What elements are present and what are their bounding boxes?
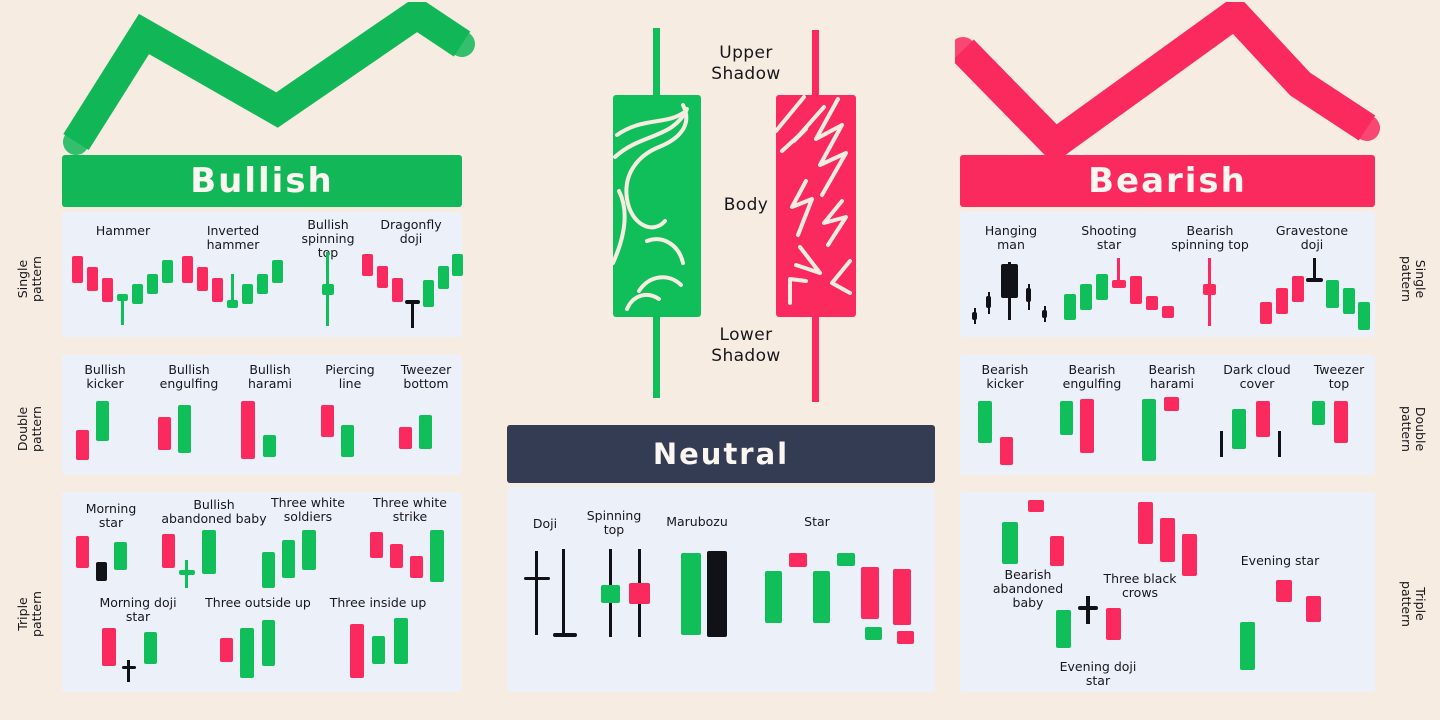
neutral-header-label: Neutral [652,437,790,471]
pattern-caption-piercing-line: Piercing line [325,362,375,391]
pattern-caption-dark-cloud-cover: Dark cloud cover [1223,362,1291,391]
bullish-double-panel: Bullish kicker Bullish engulfing Bullish… [62,355,462,475]
candle-group-doji [519,549,583,659]
bullish-triple-panel: Morning star Bullish abandoned baby Thre… [62,492,462,692]
pattern-caption-three-white-strike: Three white strike [373,495,447,524]
row-label-triple-right: Triple pattern [1399,581,1428,627]
bearish-section-header: Bearish [960,155,1375,207]
pattern-caption-three-black-crows: Three black crows [1103,571,1177,600]
pattern-caption-doji: Doji [532,516,558,531]
candle-group-bearish-abandoned-baby [1002,500,1102,570]
pattern-caption-morning-star: Morning star [85,501,137,530]
candle-group-gravestone-doji [1260,258,1370,332]
candle-group-evening-doji-star [1056,596,1156,664]
bullish-single-panel: Hammer Inverted hammer Bullish spinning … [62,212,463,337]
pattern-caption-tweezer-top: Tweezer top [1313,362,1365,391]
row-label-single-right: Single pattern [1399,256,1428,302]
row-label-single-left: Single pattern [15,256,44,302]
bearish-double-panel: Bearish kicker Bearish engulfing Bearish… [960,355,1375,475]
anatomy-label-lower-shadow: Lower Shadow [711,325,781,366]
candle-group-three-inside-up [350,618,430,690]
candle-group-bearish-harami [1138,397,1210,469]
candle-group-bullish-abandoned-baby [162,530,258,600]
pattern-caption-bearish-spinning-top: Bearish spinning top [1171,223,1249,252]
anatomy-label-body: Body [723,195,769,215]
pattern-caption-bullish-harami: Bullish harami [247,362,293,391]
green-body-texture [613,103,689,311]
bearish-triple-panel: Bearish abandoned baby Three black crows… [960,492,1375,692]
neutral-panel: Doji Spinning top Marubozu Star [507,487,935,692]
candle-group-tweezer-bottom [397,397,469,469]
pattern-caption-bearish-harami: Bearish harami [1148,362,1196,391]
pattern-caption-bullish-engulfing: Bullish engulfing [159,362,219,391]
pattern-caption-bearish-engulfing: Bearish engulfing [1062,362,1122,391]
candle-group-three-white-soldiers [262,530,352,600]
candle-group-bearish-engulfing [1056,397,1128,469]
pattern-caption-three-white-soldiers: Three white soldiers [271,495,345,524]
candle-group-morning-star [76,534,156,596]
pattern-caption-gravestone-doji: Gravestone doji [1275,223,1349,252]
pattern-caption-spinning-top: Spinning top [586,508,642,537]
pattern-caption-hanging-man: Hanging man [984,223,1038,252]
candle-group-inverted-hammer [180,252,290,330]
bearish-trend-arrow [955,2,1380,162]
anatomy-green-upper-shadow [653,28,660,108]
candle-group-hammer [70,252,180,330]
candle-group-shooting-star [1064,258,1174,330]
candle-group-star [765,545,925,657]
candle-group-bearish-spinning-top [1186,258,1238,330]
row-label-double-right: Double pattern [1399,406,1428,452]
pattern-caption-marubozu: Marubozu [666,514,728,529]
pattern-caption-dragonfly-doji: Dragonfly doji [380,217,442,246]
candle-group-piercing-line [317,397,389,469]
pattern-caption-bearish-kicker: Bearish kicker [981,362,1029,391]
candle-group-dark-cloud-cover [1218,395,1298,471]
anatomy-diagram: Upper Shadow Body Lower Shadow [590,10,960,420]
pattern-caption-bullish-spinning-top: Bullish spinning top [301,217,355,260]
pattern-caption-shooting-star: Shooting star [1081,223,1137,252]
neutral-section-header: Neutral [507,425,935,483]
pattern-caption-evening-doji-star: Evening doji star [1059,659,1137,688]
pattern-caption-three-inside-up: Three inside up [329,595,427,610]
pattern-caption-star: Star [804,514,830,529]
candle-group-spinning-top [595,549,657,659]
bearish-header-label: Bearish [1088,161,1247,201]
bullish-section-header: Bullish [62,155,462,207]
anatomy-label-upper-shadow: Upper Shadow [711,43,781,84]
pattern-caption-bullish-abandoned-baby: Bullish abandoned baby [161,497,267,526]
candle-group-hanging-man [970,258,1058,330]
candle-group-dragonfly-doji [362,252,463,330]
candle-group-morning-doji-star [102,628,182,688]
candle-group-bullish-spinning-top [302,252,358,330]
anatomy-green-lower-shadow [653,310,660,398]
pattern-caption-evening-star: Evening star [1240,553,1320,568]
red-body-texture [776,95,852,305]
anatomy-red-upper-shadow [812,30,819,108]
pattern-caption-tweezer-bottom: Tweezer bottom [400,362,452,391]
anatomy-green-body [613,95,701,317]
row-label-triple-left: Triple pattern [15,591,44,637]
candle-group-three-black-crows [1138,496,1248,590]
pattern-caption-hammer: Hammer [95,223,151,238]
candle-group-bullish-engulfing [154,397,226,469]
anatomy-red-body [776,95,856,317]
bullish-header-label: Bullish [190,161,334,201]
candle-group-three-outside-up [220,620,300,690]
candle-group-bearish-kicker [974,397,1046,469]
candle-group-three-white-strike [370,530,466,600]
pattern-caption-inverted-hammer: Inverted hammer [206,223,260,252]
pattern-caption-bullish-kicker: Bullish kicker [84,362,126,391]
candle-group-evening-star [1240,580,1350,676]
candle-group-bullish-harami [237,397,309,469]
candle-group-marubozu [679,549,741,659]
pattern-caption-three-outside-up: Three outside up [205,595,311,610]
row-label-double-left: Double pattern [15,406,44,452]
anatomy-red-lower-shadow [812,310,819,402]
candle-group-bullish-kicker [72,397,144,469]
bullish-trend-arrow [63,2,475,155]
candle-group-tweezer-top [1308,397,1374,469]
bearish-single-panel: Hanging man Shooting star Bearish spinni… [960,212,1375,337]
pattern-caption-morning-doji-star: Morning doji star [99,595,177,624]
pattern-caption-bearish-abandoned-baby: Bearish abandoned baby [992,567,1064,610]
